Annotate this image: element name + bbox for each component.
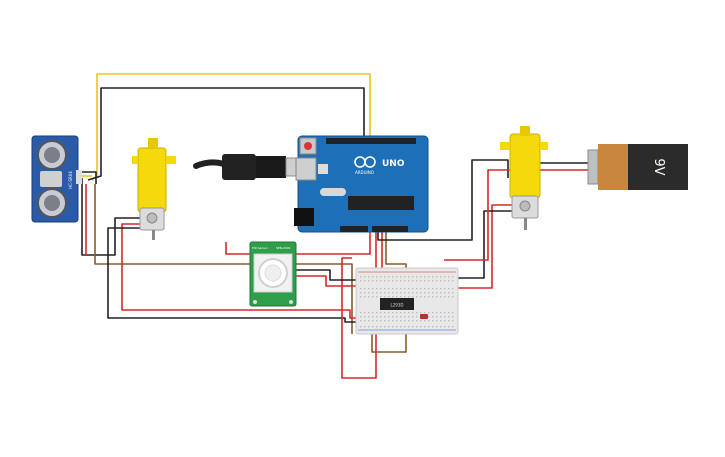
pir-sensor[interactable]: PIR Sensor SEN-0001: [249, 241, 297, 307]
usb-port: [295, 157, 317, 181]
pir-label-left: PIR Sensor: [252, 246, 269, 250]
breadboard[interactable]: L293D: [355, 267, 459, 335]
wire-black-arduino[interactable]: [377, 159, 509, 241]
power-jack: [294, 208, 314, 226]
breadboard-holes: [360, 276, 454, 328]
arduino-brand-label: ARDUINO: [355, 170, 374, 175]
ultrasonic-sensor[interactable]: HC-SR04: [31, 135, 82, 223]
battery-cap: [598, 144, 628, 190]
wire-sensor-lead-1[interactable]: [80, 171, 97, 184]
l293d-label: L293D: [391, 303, 404, 308]
wire-red-motor-left[interactable]: [121, 223, 366, 319]
wire-black-motor-left[interactable]: [107, 227, 368, 323]
battery-label: 9V: [651, 158, 666, 175]
ultrasonic-label: HC-SR04: [68, 171, 73, 189]
l293d-chip: [380, 298, 414, 310]
battery-9v[interactable]: 9V: [587, 144, 688, 190]
pir-label-right: SEN-0001: [276, 246, 291, 250]
wire-black-pir[interactable]: [294, 269, 360, 281]
wire-red-arduino-1[interactable]: [225, 232, 371, 255]
arduino-logo: [354, 156, 376, 168]
motor-right[interactable]: [500, 126, 548, 230]
usb-cable[interactable]: [193, 154, 303, 180]
led: [420, 314, 428, 319]
motor-left[interactable]: [132, 138, 176, 240]
wire-black-left[interactable]: [81, 178, 142, 256]
arduino-uno[interactable]: UNO ARDUINO: [294, 135, 429, 233]
atmega-chip: [348, 196, 414, 210]
arduino-model-label: UNO: [382, 159, 405, 169]
wire-brown-mid[interactable]: [94, 184, 353, 334]
wire-red-pir[interactable]: [294, 275, 358, 287]
